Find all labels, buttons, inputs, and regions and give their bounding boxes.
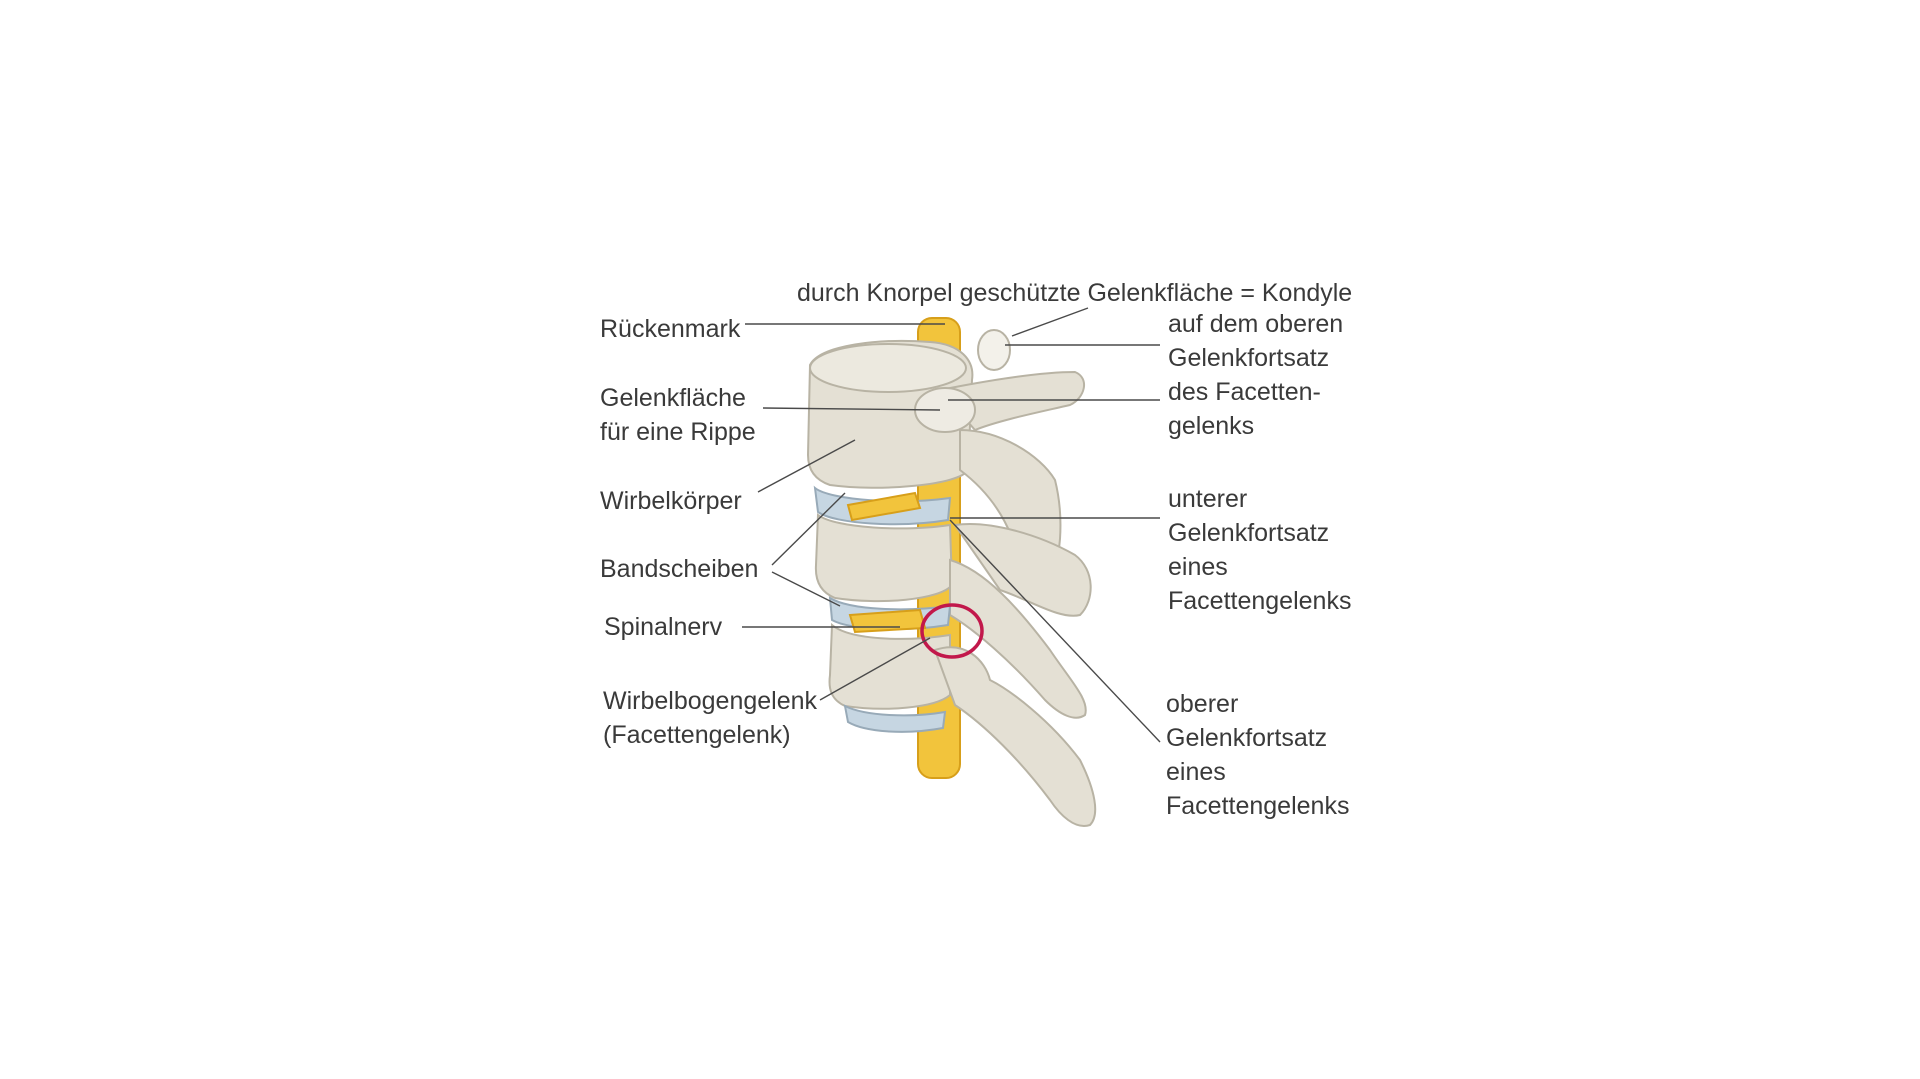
- label-oberer-fortsatz-top: auf dem oberen Gelenkfortsatz des Facett…: [1168, 307, 1343, 443]
- intervertebral-disc: [843, 704, 947, 733]
- leader-line-wirbelkoerper: [757, 439, 856, 493]
- vertebra-bottom: [828, 622, 1097, 827]
- label-line: des Facetten-: [1168, 378, 1321, 406]
- label-wirbelbogengelenk: Wirbelbogengelenk (Facettengelenk): [603, 684, 817, 752]
- leader-line-gelenkflaeche-rippe: [762, 407, 941, 411]
- label-rueckenmark: Rückenmark: [600, 315, 741, 343]
- leader-line-bandscheiben-1: [771, 492, 846, 566]
- leader-line-bandscheiben-2: [771, 571, 841, 607]
- leader-line-kondyle: [1011, 307, 1089, 337]
- label-spinalnerv: Spinalnerv: [604, 613, 723, 641]
- label-line: eines: [1168, 553, 1228, 581]
- label-line: für eine Rippe: [600, 418, 756, 446]
- leader-line-oberer-bottom: [949, 519, 1161, 743]
- label-line: gelenks: [1168, 412, 1255, 440]
- label-line: Wirbelbogengelenk: [603, 687, 818, 715]
- leader-line-wirbelbogengelenk: [819, 637, 931, 701]
- kondyle-title: durch Knorpel geschützte Gelenkfläche = …: [797, 279, 1353, 307]
- vertebra-middle: [814, 513, 1092, 719]
- label-line: Gelenkfläche: [600, 384, 746, 412]
- spinal-nerve: [848, 608, 927, 634]
- label-line: Gelenkfortsatz: [1166, 724, 1328, 752]
- label-gelenkflaeche-rippe: Gelenkfläche für eine Rippe: [600, 381, 756, 449]
- label-line: (Facettengelenk): [603, 721, 791, 749]
- label-oberer-fortsatz-bottom: oberer Gelenkfortsatz eines Facettengele…: [1166, 687, 1349, 823]
- facet-joint-highlight-circle: [920, 603, 984, 659]
- label-line: oberer: [1166, 690, 1239, 718]
- spinal-nerve: [846, 491, 922, 522]
- label-line: auf dem oberen: [1168, 310, 1344, 338]
- label-bandscheiben: Bandscheiben: [600, 555, 759, 583]
- label-unterer-fortsatz: unterer Gelenkfortsatz eines Facettengel…: [1168, 482, 1351, 618]
- label-line: unterer: [1168, 485, 1248, 513]
- label-line: Facettengelenks: [1168, 587, 1352, 615]
- vertebra-top: [806, 329, 1085, 597]
- label-line: Facettengelenks: [1166, 792, 1350, 820]
- label-line: eines: [1166, 758, 1226, 786]
- label-line: Gelenkfortsatz: [1168, 344, 1330, 372]
- label-line: Gelenkfortsatz: [1168, 519, 1330, 547]
- leader-lines: [742, 307, 1161, 743]
- label-wirbelkoerper: Wirbelkörper: [600, 487, 742, 515]
